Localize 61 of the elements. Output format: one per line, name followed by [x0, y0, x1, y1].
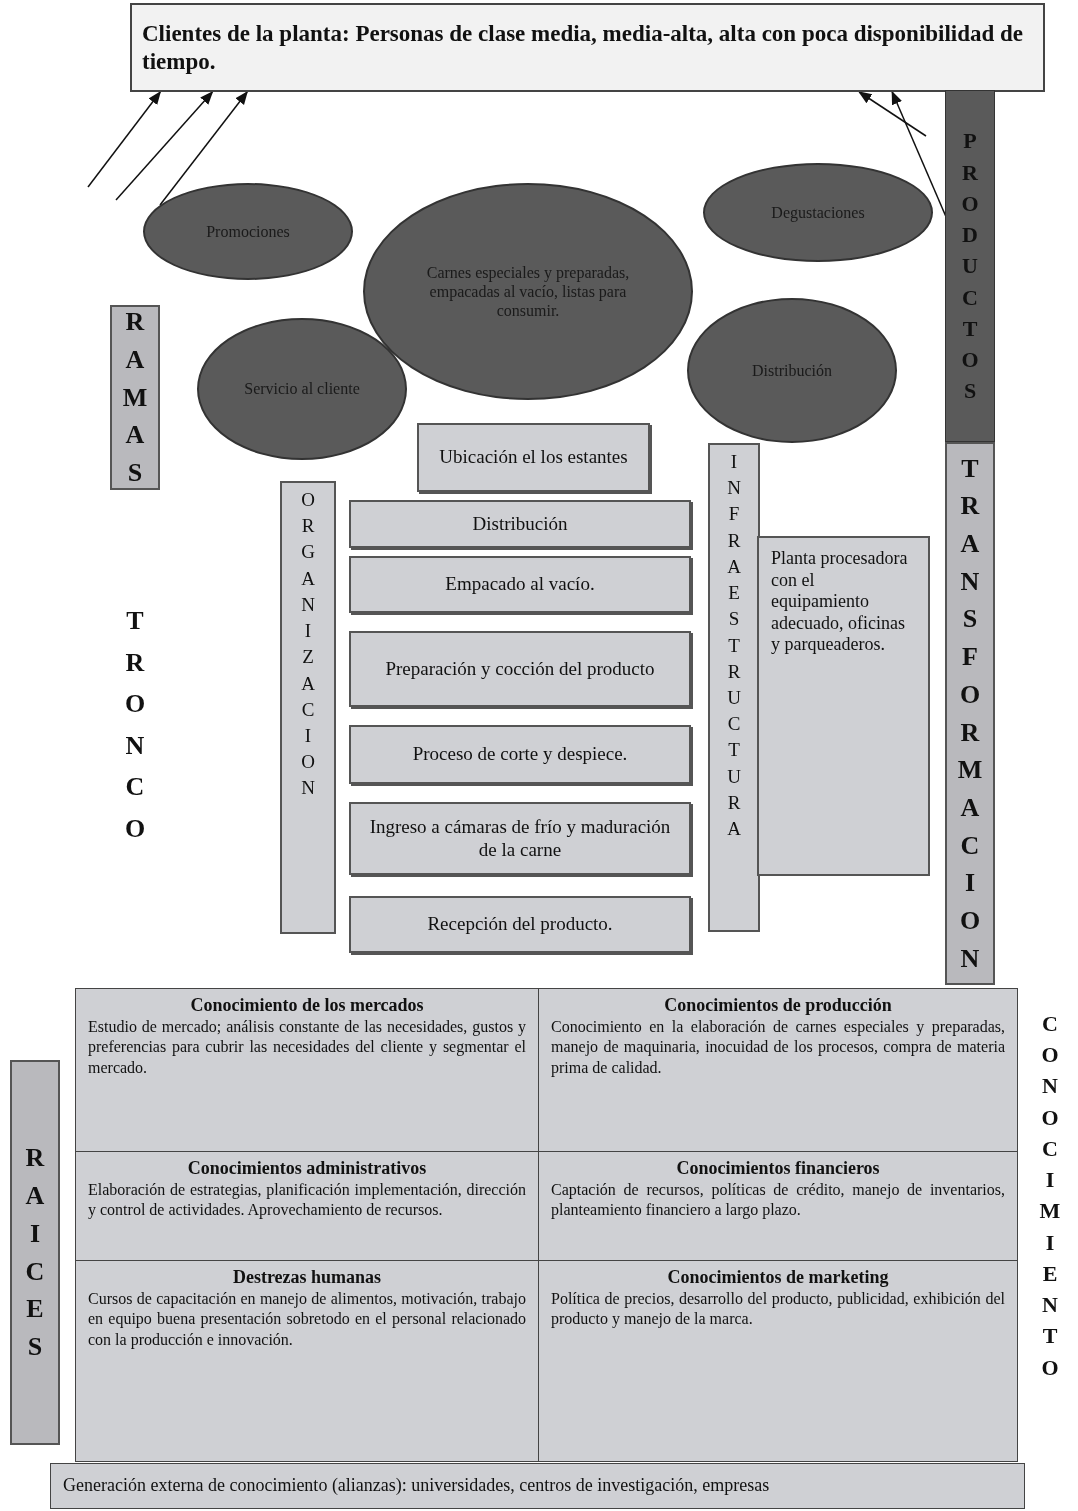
- process-box: [349, 802, 691, 875]
- vertical-label: RAICES: [25, 1142, 45, 1363]
- table-cell: [75, 1151, 539, 1261]
- node-label: Distribución: [751, 360, 833, 381]
- node-label: Promociones: [205, 221, 291, 242]
- cell-heading: Conocimientos administrativos: [186, 1158, 428, 1180]
- cell-text: Estudio de mercado; análisis constante de las necesidades, gustos y preferencias para cubrir las necesidades del cliente y segmentar el mercado.: [88, 1016, 526, 1079]
- arrow: [858, 91, 927, 137]
- vertical-label: RAMAS: [122, 306, 148, 490]
- vertical-label: TRONCO: [124, 605, 146, 845]
- node-label: Recepción del producto.: [426, 913, 614, 936]
- vertical-bar: [945, 90, 995, 442]
- node-label: Empacado al vacío.: [444, 573, 596, 596]
- process-box: [349, 631, 691, 707]
- cell-text: Elaboración de estrategias, planificación implementación, dirección y control de actividades. Aprovechamiento de recursos.: [88, 1179, 526, 1221]
- vertical-bar: [10, 1060, 60, 1445]
- vertical-bar: [280, 481, 336, 934]
- process-box: [349, 725, 691, 784]
- cell-text: Captación de recursos, políticas de crédito, manejo de inventarios, planteamiento financiero a largo plazo.: [551, 1179, 1005, 1221]
- client-banner: [130, 3, 1045, 92]
- cell-text: Cursos de capacitación en manejo de alimentos, motivación, trabajo en equipo buena presentación sobretodo en el personal relacionado con la producción e innovación.: [88, 1288, 526, 1351]
- cell-heading: Conocimiento de los mercados: [189, 995, 425, 1017]
- table-cell: [75, 988, 539, 1152]
- arrow: [115, 91, 214, 201]
- note-box: [757, 536, 930, 876]
- cell-heading: Conocimientos financieros: [675, 1158, 881, 1180]
- node-label: Carnes especiales y preparadas, empacadas al vacío, listas para consumir.: [425, 262, 631, 321]
- process-box: [349, 500, 691, 548]
- arrow: [159, 90, 248, 206]
- cell-heading: Destrezas humanas: [231, 1267, 383, 1289]
- vertical-label: PRODUCTOS: [961, 127, 979, 406]
- vertical-label: ORGANIZACION: [301, 488, 315, 801]
- footer-box: [50, 1463, 1025, 1509]
- node-label: Proceso de corte y despiece.: [411, 743, 629, 766]
- process-box: [349, 896, 691, 953]
- node-label: Planta procesadora con el equipamiento adecuado, oficinas y parqueaderos.: [771, 548, 909, 656]
- process-box: [349, 556, 691, 613]
- vertical-bar: [110, 305, 160, 490]
- arrow: [87, 90, 161, 188]
- vertical-label: CONOCIMIENTO: [1039, 1010, 1061, 1382]
- node-label: Preparación y cocción del producto: [384, 657, 656, 681]
- node-label: Ingreso a cámaras de frío y maduración de la carne: [368, 815, 672, 862]
- node-label: Ubicación el los estantes: [438, 446, 629, 469]
- cell-text: Política de precios, desarrollo del producto, publicidad, exhibición del producto y manejo de la marca.: [551, 1288, 1005, 1330]
- node-label: Degustaciones: [770, 202, 866, 223]
- vertical-label: TRANSFORMACION: [957, 452, 983, 975]
- table-cell: [75, 1260, 539, 1462]
- table-cell: [538, 988, 1018, 1152]
- vertical-bar: [945, 442, 995, 985]
- process-box: [417, 423, 650, 492]
- node-label: Servicio al cliente: [243, 379, 361, 399]
- vertical-label: INFRAESTRUCTURA: [727, 450, 741, 842]
- table-cell: [538, 1151, 1018, 1261]
- node-label: Distribución: [471, 512, 569, 536]
- cell-heading: Conocimientos de marketing: [666, 1267, 890, 1289]
- cell-heading: Conocimientos de producción: [663, 995, 893, 1017]
- vertical-bar: [708, 443, 760, 932]
- cell-text: Conocimiento en la elaboración de carnes especiales y preparadas, manejo de maquinaria, inocuidad de los procesos, compra de materia prima de calidad.: [551, 1016, 1005, 1079]
- table-cell: [538, 1260, 1018, 1462]
- node-label: Clientes de la planta: Personas de clase media, media-alta, alta con poca disponibilidad de tiempo.: [142, 19, 1025, 76]
- node-label: Generación externa de conocimiento (alianzas): universidades, centros de investigación, empresas: [63, 1475, 771, 1497]
